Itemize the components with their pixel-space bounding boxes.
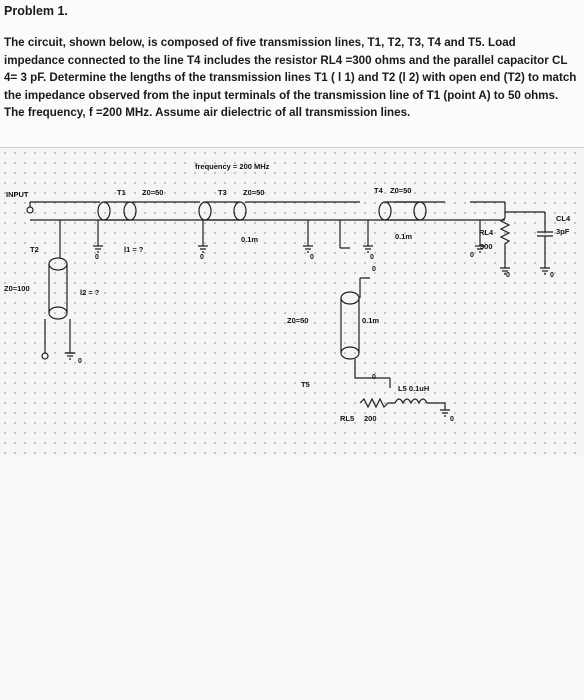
ground-label: 0: [372, 266, 376, 273]
ground-label: 0: [550, 272, 554, 279]
ground-label: 0: [200, 254, 204, 261]
t3-length: 0.1m: [241, 235, 259, 244]
t2-stub-symbol: [41, 220, 74, 360]
t3-line-symbol: [198, 201, 247, 221]
t1-label: T1: [117, 188, 126, 197]
ground-label: 0: [78, 358, 82, 365]
t2-label: T2: [30, 245, 39, 254]
ground-label: 0: [506, 272, 510, 279]
rl5-resistor: [359, 397, 395, 409]
l2-label: l2 = ?: [80, 288, 100, 297]
t1-line-symbol: [97, 201, 137, 221]
rl4-resistor: [499, 212, 511, 268]
frequency-label: frequency = 200 MHz: [195, 162, 270, 171]
t4-label: T4: [374, 186, 383, 195]
t4-impedance: Z0=50: [390, 186, 412, 195]
t4-length: 0.1m: [395, 232, 413, 241]
problem-text: Problem 1. The circuit, shown below, is …: [4, 4, 578, 122]
t5-length: 0.1m: [362, 316, 380, 325]
t3-impedance: Z0=50: [243, 188, 265, 197]
t5-impedance: Z0=50: [287, 316, 309, 325]
input-terminal: [26, 206, 34, 214]
cl4-value: 3pF: [556, 227, 570, 236]
circuit-diagram: frequency = 200 MHz INPUT T1 Z0=50 T3 Z0…: [0, 147, 584, 457]
ground-symbols: [65, 220, 550, 417]
ground-label: 0: [370, 254, 374, 261]
l5-inductor: [394, 398, 446, 410]
ground-label: 0: [450, 416, 454, 423]
input-label: INPUT: [6, 190, 29, 199]
circuit-schematic: [26, 201, 553, 417]
ground-label: 0: [310, 254, 314, 261]
t4-line-symbol: [378, 201, 427, 221]
problem-statement: The circuit, shown below, is composed of…: [4, 36, 577, 119]
rl5-label: RL5: [340, 414, 355, 423]
t5-label: T5: [301, 380, 310, 389]
ground-label: 0: [470, 252, 474, 259]
blank-page-area: [0, 456, 584, 700]
rl5-value: 200: [364, 414, 377, 423]
problem-title: Problem 1.: [4, 4, 68, 18]
t5-stub-symbol: [339, 220, 391, 388]
cl4-capacitor: [537, 212, 553, 268]
l1-label: l1 = ?: [124, 245, 144, 254]
cl4-label: CL4: [556, 214, 571, 223]
ground-label: 0: [372, 374, 376, 381]
ground-label: 0: [95, 254, 99, 261]
rl4-value: 300: [480, 242, 493, 251]
l5-label: L5 0.1uH: [398, 384, 430, 393]
t3-label: T3: [218, 188, 227, 197]
t1-impedance: Z0=50: [142, 188, 164, 197]
rl4-label: RL4: [479, 228, 494, 237]
t2-impedance: Z0=100: [4, 284, 30, 293]
